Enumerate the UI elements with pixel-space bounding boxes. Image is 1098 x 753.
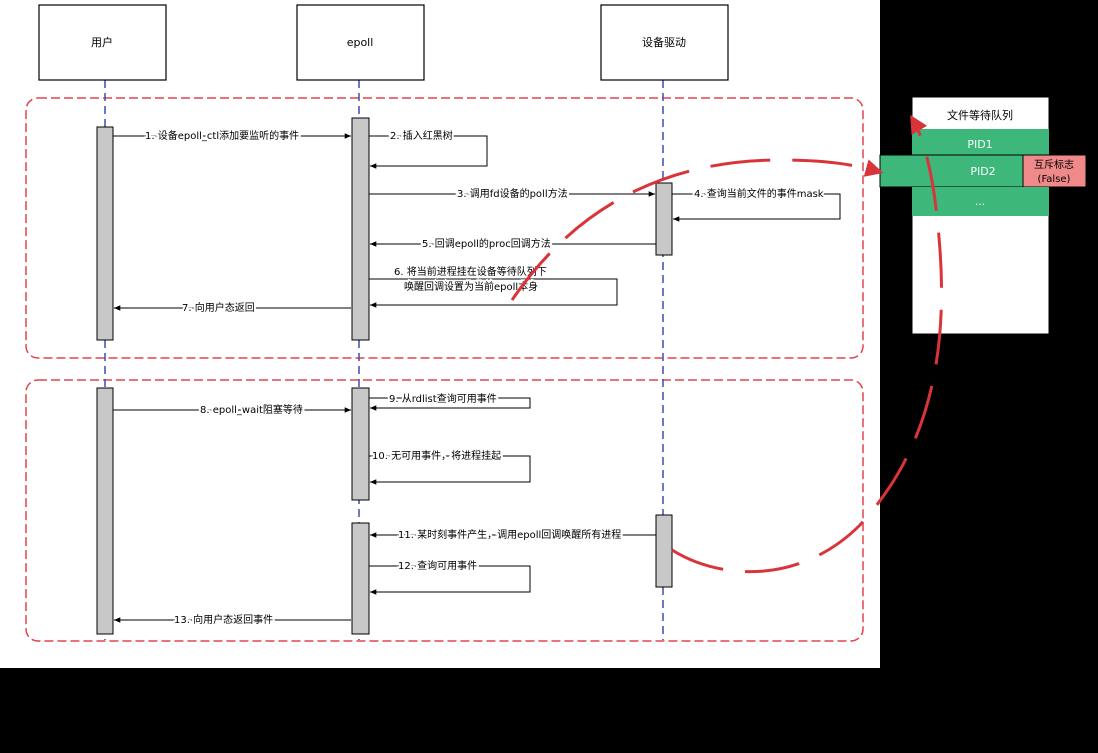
activation-epoll-1 [351,117,370,341]
mutex-flag [1022,154,1087,188]
svg-text:设备驱动: 设备驱动 [642,35,686,49]
activation-driver-1 [655,182,673,256]
message-7-label: 7. 向用户态返回 [182,301,255,314]
message-6-label-line2: 唤醒回调设置为当前epoll本身 [404,280,538,293]
actor-user: 用户 [38,4,167,81]
message-2-arrow [369,135,488,169]
message-9-arrow [369,397,531,411]
message-12-arrow [369,565,531,595]
wait-queue-title: 文件等待队列 [947,108,1013,122]
message-12-label: 12. 查询可用事件 [398,559,477,572]
message-10-arrow [369,455,531,485]
queue-item-pid2-label: PID2 [970,165,995,178]
queue-item-pid1-label: PID1 [967,138,992,151]
activation-user-1 [96,126,114,341]
message-13-label: 13. 向用户态返回事件 [174,613,273,626]
message-9-label: 9. 从rdlist查询可用事件 [389,392,497,405]
wait-queue: 文件等待队列 PID1 PID2 互斥标志 (False) ... [879,96,1087,335]
message-3-label: 3. 调用fd设备的poll方法 [457,187,568,200]
activation-user-2 [96,387,114,635]
phase-frame-wait [25,379,864,642]
message-6-label-line1: 6. 将当前进程挂在设备等待队列下 [394,265,547,278]
queue-item-more-label: ... [975,195,986,208]
svg-text:epoll: epoll [347,36,374,49]
activation-driver-2 [655,514,673,588]
message-1-label: 1. 设备epoll_ctl添加要监听的事件 [145,129,299,142]
message-11-label: 11. 某时刻事件产生，调用epoll回调唤醒所有进程 [398,528,621,541]
mutex-flag-label: 互斥标志 [1034,158,1074,171]
mutex-flag-value: (False) [1038,174,1071,185]
message-8-label: 8. epoll_wait阻塞等待 [200,403,303,416]
message-4-label: 4. 查询当前文件的事件mask [694,187,824,200]
wakeup-flow-curve [671,114,944,574]
message-10-label: 10. 无可用事件，将进程挂起 [372,449,501,462]
message-5-label: 5. 回调epoll的proc回调方法 [422,237,551,250]
actor-epoll: epoll [296,4,425,81]
message-4-arrow [672,193,841,222]
phase-frame-registration [25,97,864,359]
actor-driver: 设备驱动 [600,4,729,81]
register-flow-curve [510,158,884,301]
activation-epoll-3 [351,522,370,635]
message-2-label: 2. 插入红黑树 [390,129,453,142]
queue-item-pid2 [879,154,1024,188]
message-6-arrow [369,278,618,308]
svg-text:用户: 用户 [91,35,113,49]
activation-epoll-2 [351,387,370,501]
diagram-canvas [0,0,880,668]
queue-item-pid1 [912,129,1049,158]
